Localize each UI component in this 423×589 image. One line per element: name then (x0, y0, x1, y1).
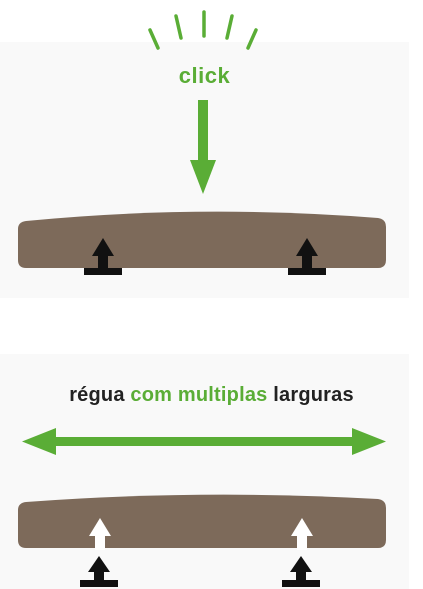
burst-line (148, 28, 160, 50)
click-label: click (178, 63, 231, 88)
double-arrow-icon (22, 428, 386, 455)
clip-head (296, 238, 318, 256)
clip-base (288, 268, 326, 275)
click-burst-icon (148, 10, 258, 50)
clip-stem (95, 534, 105, 550)
clip-base (84, 268, 122, 275)
deck-board-bottom (18, 494, 386, 548)
clip-stem (296, 570, 306, 582)
ruler-title-part3: larguras (273, 384, 354, 406)
arrow-down-icon (190, 100, 216, 194)
clip-head (290, 556, 312, 572)
clip-base (282, 580, 320, 587)
clip-stem (302, 254, 312, 270)
burst-line (246, 28, 258, 50)
arrow-shaft (198, 100, 208, 166)
burst-line (174, 14, 183, 40)
clip-head (89, 518, 111, 536)
deck-board-top (18, 211, 386, 268)
clip-stem (297, 534, 307, 550)
bottom-illustration-panel (0, 354, 409, 589)
clip-stem (98, 254, 108, 270)
arrow-shaft (50, 437, 356, 446)
clip-fastener-icon (84, 238, 122, 275)
clip-slot-white (89, 518, 111, 550)
burst-line (225, 14, 234, 40)
clip-fastener-icon (80, 556, 118, 587)
ruler-title-part2: com multiplas (130, 384, 268, 406)
clip-fastener-icon (288, 238, 326, 275)
clip-fastener-icon (282, 556, 320, 587)
clip-head (92, 238, 114, 256)
arrow-head-left (22, 428, 56, 455)
clip-slot-white (291, 518, 313, 550)
ruler-title: régua com multiplas larguras (0, 384, 423, 407)
ruler-title-part1: régua (69, 384, 125, 406)
arrow-head-right (352, 428, 386, 455)
arrow-head (190, 160, 216, 194)
clip-head (88, 556, 110, 572)
clip-head (291, 518, 313, 536)
clip-base (80, 580, 118, 587)
clip-stem (94, 570, 104, 582)
